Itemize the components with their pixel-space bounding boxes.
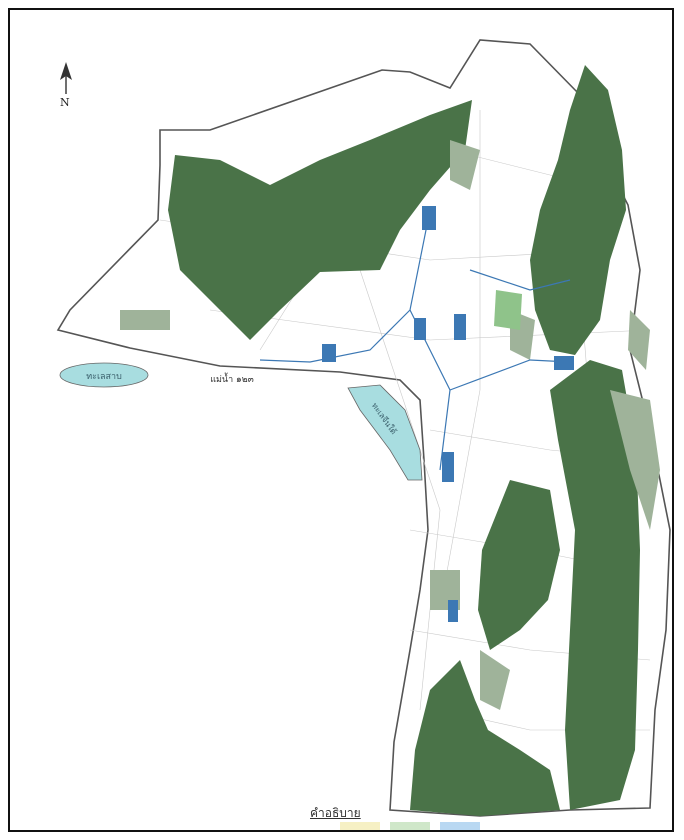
- north-label: N: [60, 96, 70, 109]
- map-frame: ทะเลสาบ แม่น้ำ ๑๒๓ ทะเลจีนใต้ N คำอธิบาย: [8, 8, 674, 832]
- river-lines: [259, 209, 571, 471]
- light-vegetation: [120, 140, 660, 710]
- city-map: ทะเลสาบ แม่น้ำ ๑๒๓ ทะเลจีนใต้: [56, 39, 671, 817]
- north-arrow-icon: [60, 62, 72, 94]
- legend-swatch-blue: [440, 822, 480, 830]
- legend-swatches: [340, 822, 480, 830]
- legend-swatch-yellow: [340, 822, 380, 830]
- legend-swatch-green: [390, 822, 430, 830]
- park-patch: [494, 290, 522, 330]
- forest-southwest: [410, 660, 560, 816]
- forest-southeast: [550, 360, 640, 810]
- lake-west: [59, 362, 149, 388]
- forest-south-central: [478, 480, 560, 650]
- lake-lagoon: [347, 384, 423, 481]
- forest-east-ridge: [530, 65, 626, 355]
- legend-title: คำอธิบาย: [310, 806, 361, 820]
- lake-west-label: ทะเลสาบ: [86, 372, 122, 382]
- forest-northwest: [168, 100, 472, 340]
- river-label: แม่น้ำ ๑๒๓: [210, 372, 254, 385]
